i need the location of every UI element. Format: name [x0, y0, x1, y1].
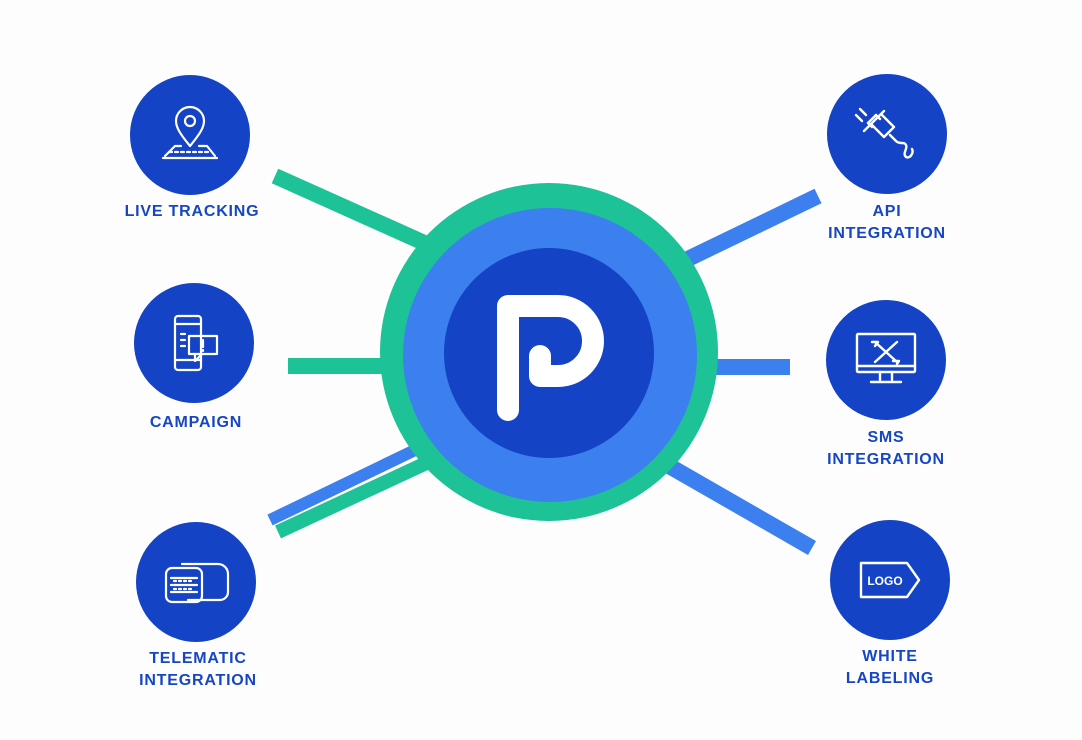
monitor-tools-icon: [855, 332, 917, 384]
connector-telematic-green: [275, 445, 453, 539]
sms-label-line-2: INTEGRATION: [827, 451, 945, 468]
api-label: API INTEGRATION: [777, 201, 997, 245]
telematic-label: TELEMATIC INTEGRATION: [88, 648, 308, 692]
white-labeling-label-line-2: LABELING: [845, 670, 935, 687]
live-tracking-label: LIVE TRACKING: [82, 201, 302, 223]
api-circle: [827, 74, 947, 194]
obd-device-icon: [164, 562, 230, 604]
telematic-circle: [136, 522, 256, 642]
campaign-circle: [134, 283, 254, 403]
white-labeling-circle: LOGO: [830, 520, 950, 640]
white-labeling-label-line-1: WHITE: [862, 648, 918, 665]
live-tracking-label-line-1: LIVE TRACKING: [124, 203, 260, 220]
api-label-line-2: INTEGRATION: [828, 225, 946, 242]
connector-live-tracking: [271, 168, 444, 258]
campaign-label: CAMPAIGN: [86, 412, 306, 434]
connector-white-labeling: [646, 448, 816, 555]
map-pin-icon: [161, 105, 219, 160]
logo-tag-text: LOGO: [867, 574, 902, 588]
sms-circle: [826, 300, 946, 420]
connector-api: [661, 188, 822, 278]
telematic-label-line-1: TELEMATIC: [149, 650, 247, 667]
logo-tag-icon: LOGO: [859, 561, 921, 599]
campaign-label-line-1: CAMPAIGN: [149, 414, 243, 431]
api-label-line-1: API: [872, 203, 902, 220]
phone-message-icon: [173, 314, 219, 372]
live-tracking-circle: [130, 75, 250, 195]
telematic-label-line-2: INTEGRATION: [139, 672, 257, 689]
sms-label: SMS INTEGRATION: [776, 427, 996, 471]
p-logo-icon: [497, 295, 604, 421]
sms-label-line-1: SMS: [867, 429, 905, 446]
white-labeling-label: WHITE LABELING: [780, 646, 1000, 690]
plug-icon: [854, 107, 914, 159]
